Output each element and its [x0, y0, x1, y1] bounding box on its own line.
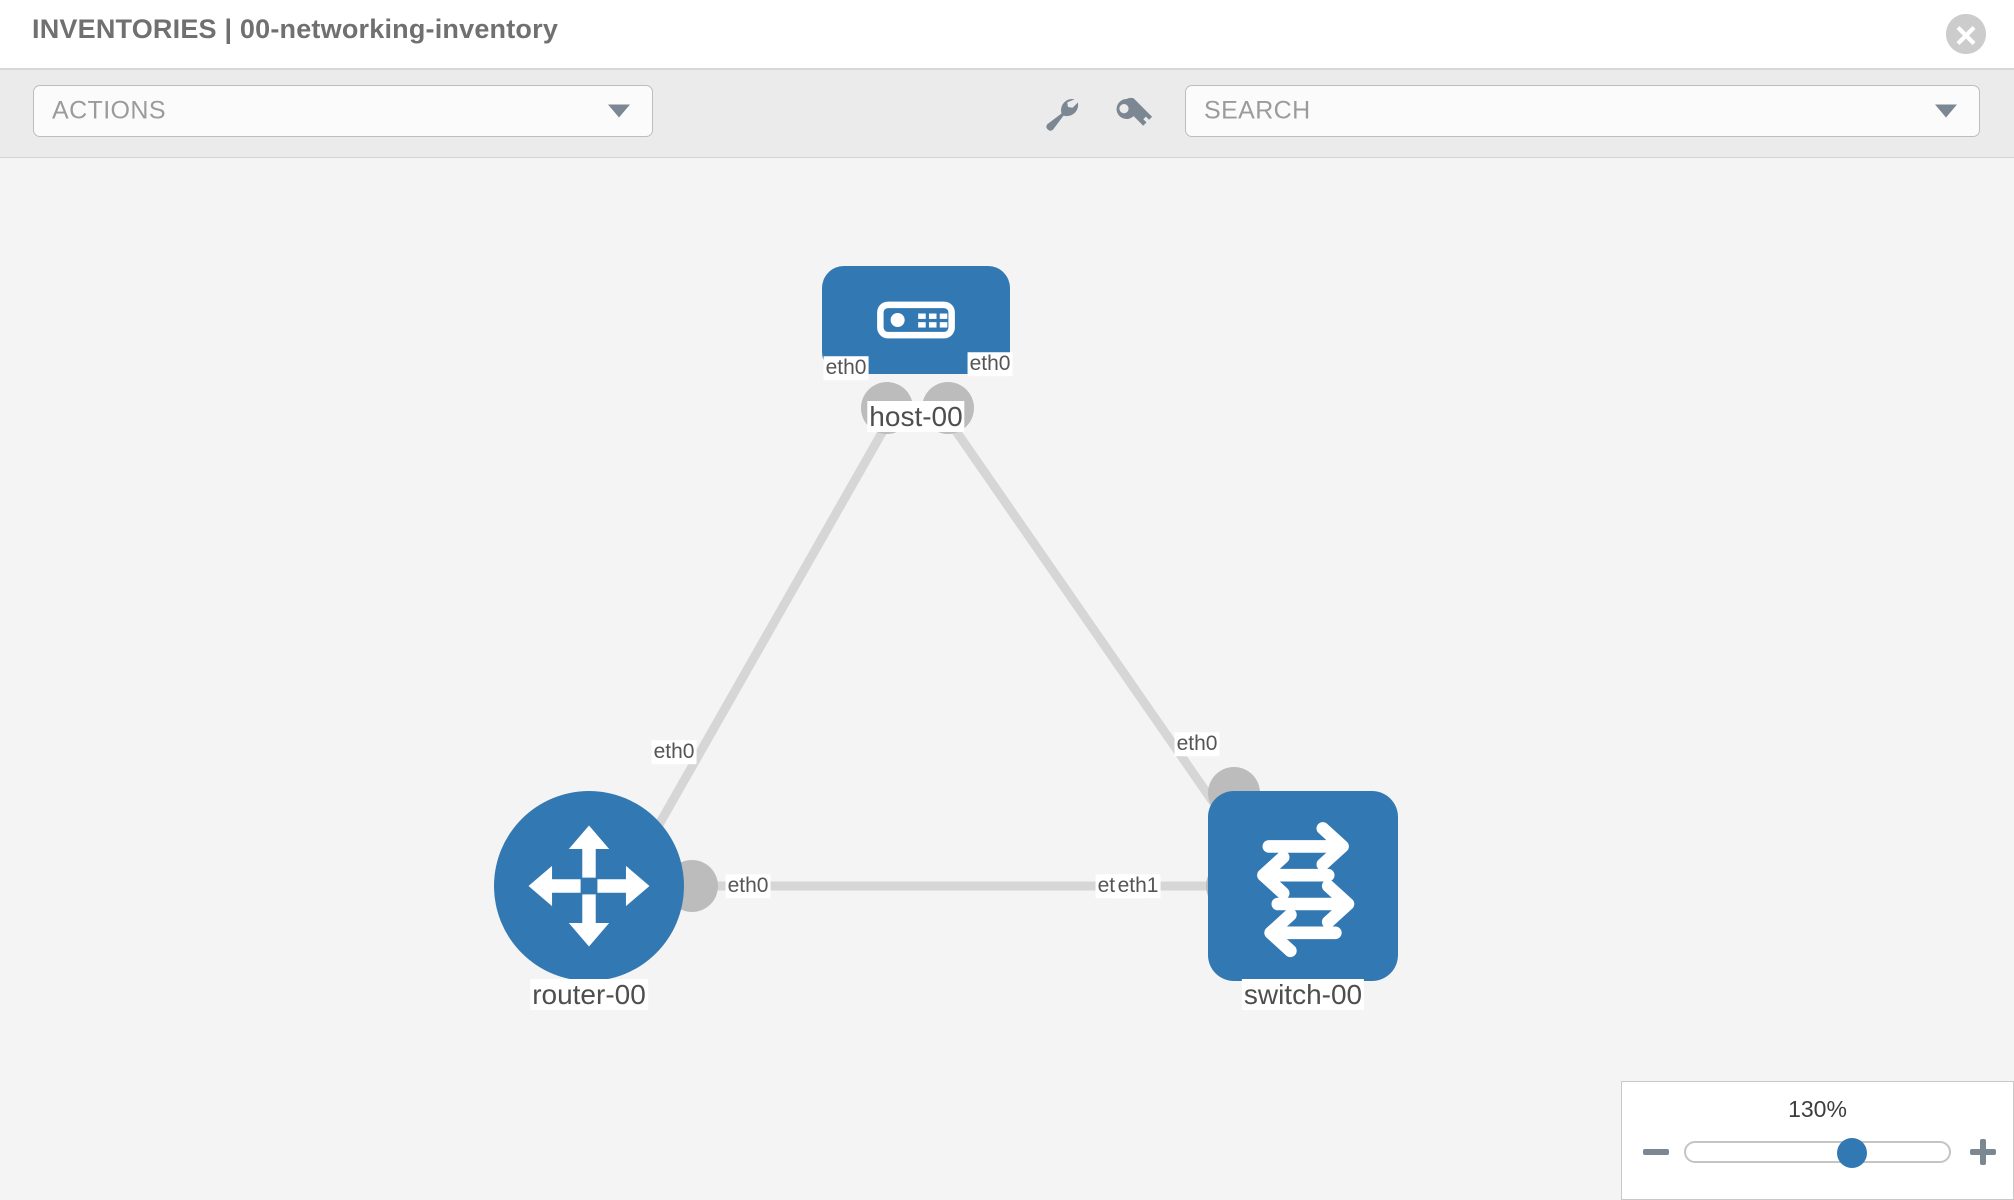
node-label-switch: switch-00	[1241, 979, 1365, 1011]
page-title: INVENTORIES | 00-networking-inventory	[32, 14, 559, 44]
actions-dropdown[interactable]: ACTIONS	[33, 85, 653, 137]
port-label: eth0	[967, 352, 1013, 376]
node-label-host: host-00	[867, 401, 965, 433]
topology-graph	[494, 266, 1398, 981]
port-label: eth0	[651, 740, 697, 764]
zoom-percent-label: 130%	[1788, 1096, 1847, 1122]
port-label: eth0	[725, 874, 771, 898]
key-icon[interactable]	[1113, 97, 1153, 131]
link-host-switch[interactable]	[936, 405, 1249, 851]
zoom-control: 130%	[1621, 1081, 2014, 1200]
chevron-down-icon	[1935, 104, 1957, 118]
node-router-00[interactable]	[494, 791, 684, 981]
actions-dropdown-label: ACTIONS	[52, 96, 166, 125]
zoom-out-button[interactable]	[1640, 1136, 1672, 1168]
zoom-slider-thumb[interactable]	[1836, 1138, 1867, 1168]
port-label: eth0	[823, 356, 869, 380]
zoom-slider-track[interactable]	[1684, 1138, 1951, 1168]
link-host-router[interactable]	[636, 405, 900, 861]
search-input[interactable]: SEARCH	[1185, 85, 1980, 137]
port-label: eth0	[1174, 732, 1220, 756]
chevron-down-icon	[608, 104, 630, 118]
node-host-00[interactable]	[822, 266, 1010, 374]
zoom-in-button[interactable]	[1967, 1136, 1999, 1168]
node-label-router: router-00	[530, 979, 648, 1011]
port-label: eth1	[1115, 874, 1161, 898]
node-switch-00[interactable]	[1208, 791, 1398, 981]
topology-toolbar: ACTIONS SEARCH	[0, 70, 2014, 158]
wrench-icon[interactable]	[1043, 97, 1083, 131]
close-icon[interactable]	[1946, 14, 1986, 54]
search-placeholder: SEARCH	[1204, 96, 1311, 125]
topology-links	[636, 405, 1249, 891]
page-header: INVENTORIES | 00-networking-inventory	[0, 0, 2014, 70]
topology-canvas[interactable]: eth0 eth0 eth0 eth0 eth0 eth0 eth1 host-…	[0, 158, 2014, 1200]
